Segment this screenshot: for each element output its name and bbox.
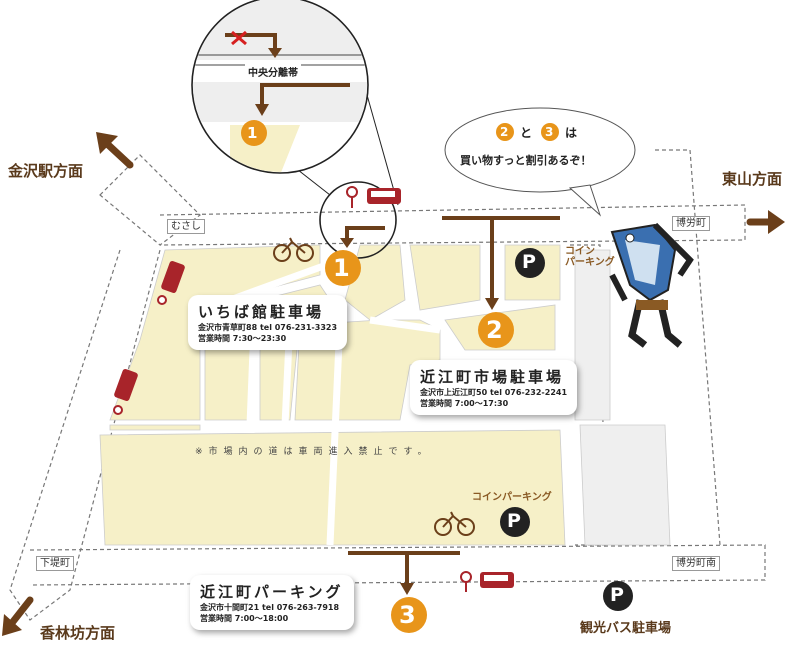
bus-icon-left-1 [157, 261, 185, 305]
parking-tel-2: tel 076-232-2241 [489, 388, 568, 397]
bus-icon-left-2 [113, 369, 138, 415]
parking-address-1: 金沢市青草町88 [198, 323, 258, 332]
parking-symbol-coin-1 [515, 248, 545, 278]
parking-card-2: 近江町市場駐車場 金沢市上近江町50 tel 076-232-2241 営業時間… [410, 360, 578, 415]
parking-hours-row-3: 営業時間 7:00〜18:00 [200, 613, 344, 624]
parking-tel-3: tel 076-263-7918 [261, 603, 340, 612]
marker-3-circle [391, 597, 427, 633]
parking-hours-2: 7:00〜17:30 [454, 399, 509, 408]
marker-3-number: 3 [399, 601, 416, 629]
route-arrows [345, 216, 560, 585]
pale-blocks [574, 249, 671, 546]
marker-2-number: 2 [486, 316, 503, 344]
parking-hours-1: 7:30〜23:30 [232, 334, 287, 343]
marker-1-number: 1 [333, 254, 350, 282]
market-road-note: ※市場内の道は車両進入禁止です。 [195, 447, 433, 457]
fish-mascot-icon [609, 222, 694, 348]
parking-hours-label-1: 営業時間 [198, 334, 230, 343]
parking-name-1: いちば館駐車場 [198, 303, 325, 321]
parking-p-coin-1: P [522, 251, 536, 273]
bicycle-icon-2 [434, 511, 475, 536]
parking-symbol-bus [603, 581, 633, 611]
parking-p-coin-2: P [507, 510, 521, 532]
parking-card-3: 近江町パーキング 金沢市十間町21 tel 076-263-7918 営業時間 … [190, 575, 354, 630]
coin-parking-label-2: コインパーキング [472, 492, 552, 503]
parking-address-3: 金沢市十間町21 [200, 603, 260, 612]
bubble-num-b: 3 [545, 125, 554, 139]
parking-name-3: 近江町パーキング [200, 583, 344, 601]
direction-korinbo: 香林坊方面 [40, 624, 116, 642]
parking-tel-1: tel 076-231-3323 [259, 323, 338, 332]
marker-1-circle [325, 250, 361, 286]
parking-card-1: いちば館駐車場 金沢市青草町88 tel 076-231-3323 営業時間 7… [188, 295, 348, 350]
road-label-hakuromachi-minami: 博労町南 [672, 556, 720, 571]
bubble-num-a: 2 [500, 125, 509, 139]
road-label-musashi: むさし [167, 219, 205, 234]
marker-2-circle [478, 312, 514, 348]
coin-parking-text-1: コイン パーキング [565, 246, 615, 268]
bubble-connector: と [520, 126, 533, 140]
bus-icon-top [346, 186, 401, 208]
bubble-particle: は [565, 126, 578, 140]
parking-info-2: 金沢市上近江町50 tel 076-232-2241 [420, 387, 567, 398]
direction-higashiyama: 東山方面 [722, 170, 783, 188]
bicycle-icon [273, 237, 314, 262]
parking-hours-label-2: 営業時間 [420, 399, 452, 408]
parking-hours-label-3: 営業時間 [200, 614, 232, 623]
parking-hours-row-2: 営業時間 7:00〜17:30 [420, 398, 567, 409]
tour-bus-parking-label: 観光バス駐車場 [580, 621, 672, 636]
parking-p-bus: P [610, 584, 624, 606]
parking-name-2: 近江町市場駐車場 [420, 368, 565, 386]
direction-kanazawa-station: 金沢駅方面 [8, 162, 84, 180]
road-label-hakuromachi: 博労町 [672, 216, 710, 231]
inset-magnifier [191, 0, 399, 259]
inset-median-label: 中央分離帯 [245, 64, 301, 79]
direction-arrowheads [2, 132, 785, 636]
parking-address-2: 金沢市上近江町50 [420, 388, 488, 397]
parking-symbol-coin-2 [500, 507, 530, 537]
inset-marker-circle [241, 120, 267, 146]
route-arrowheads [340, 238, 499, 595]
speech-bubble [444, 107, 636, 217]
bubble-line2: 買い物すっと割引あるぞ！ [460, 154, 592, 167]
parking-hours-3: 7:00〜18:00 [234, 614, 289, 623]
coin-parking-label-1: コイン パーキング [565, 246, 615, 268]
bus-icon-bottom [460, 571, 514, 592]
road-label-shimotsutsumi: 下堤町 [36, 556, 74, 571]
parking-info-1: 金沢市青草町88 tel 076-231-3323 [198, 322, 337, 333]
parking-info-3: 金沢市十間町21 tel 076-263-7918 [200, 602, 344, 613]
inset-marker-number: 1 [247, 124, 258, 142]
parking-hours-row-1: 営業時間 7:30〜23:30 [198, 333, 337, 344]
